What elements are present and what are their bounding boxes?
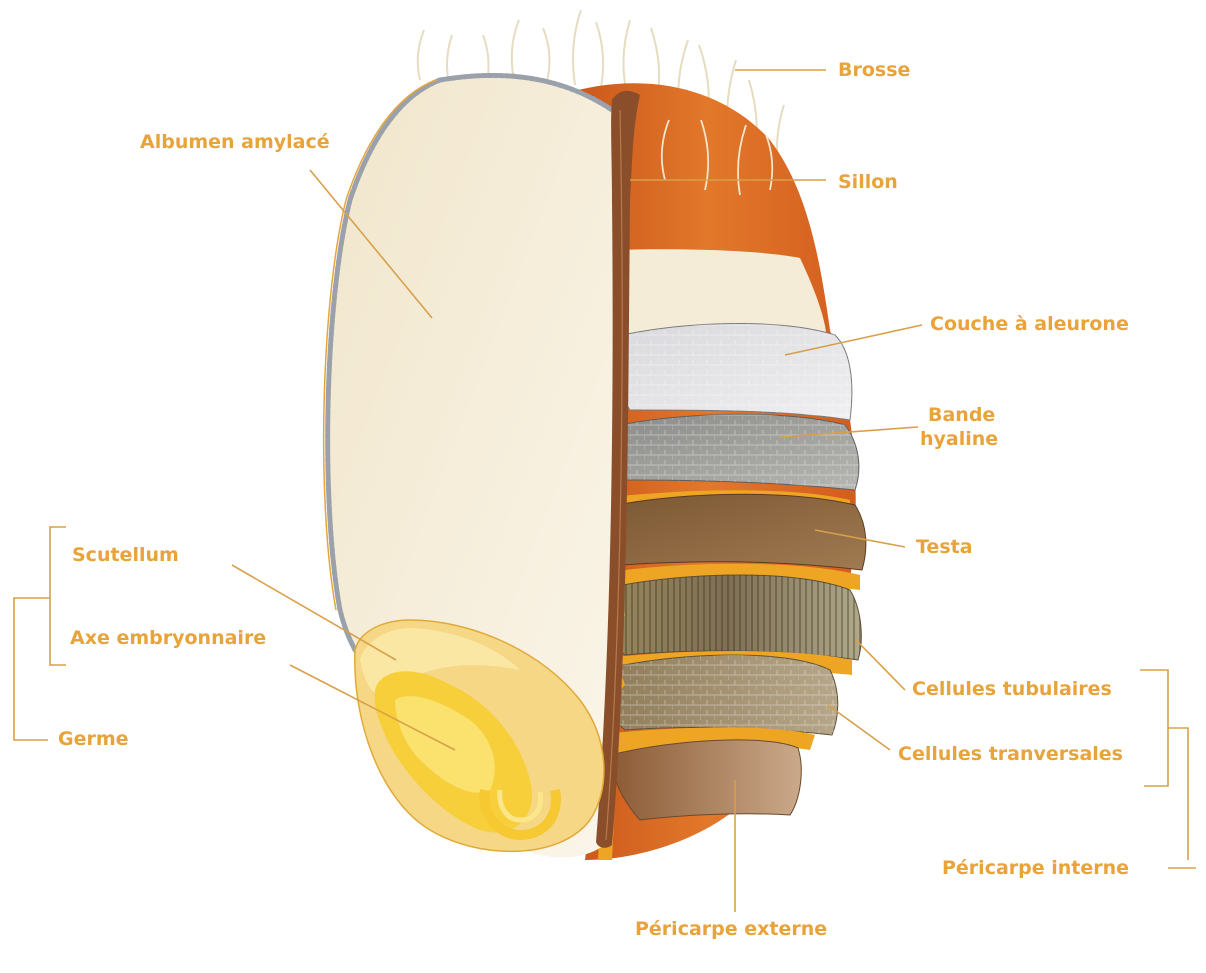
label-bande: Bande <box>928 404 995 426</box>
germe-bracket <box>14 598 50 740</box>
label-sillon: Sillon <box>838 171 898 193</box>
pericarpe-interne-bracket <box>1168 728 1188 860</box>
external-pericarp-layer <box>610 740 801 820</box>
label-cellules-tubulaires: Cellules tubulaires <box>912 678 1112 700</box>
label-brosse: Brosse <box>838 59 910 81</box>
label-axe-embryonnaire: Axe embryonnaire <box>70 627 266 649</box>
label-pericarpe-externe: Péricarpe externe <box>635 918 827 940</box>
label-cellules-transversales: Cellules tranversales <box>898 743 1123 765</box>
label-albumen: Albumen amylacé <box>140 131 330 153</box>
label-germe: Germe <box>58 728 129 750</box>
embryo-bracket <box>50 527 66 665</box>
label-pericarpe-interne: Péricarpe interne <box>942 857 1129 879</box>
label-scutellum: Scutellum <box>72 544 179 566</box>
label-testa: Testa <box>916 536 973 558</box>
label-couche-aleurone: Couche à aleurone <box>930 313 1129 335</box>
label-hyaline: hyaline <box>920 428 998 450</box>
cellules-bracket <box>1140 670 1168 786</box>
